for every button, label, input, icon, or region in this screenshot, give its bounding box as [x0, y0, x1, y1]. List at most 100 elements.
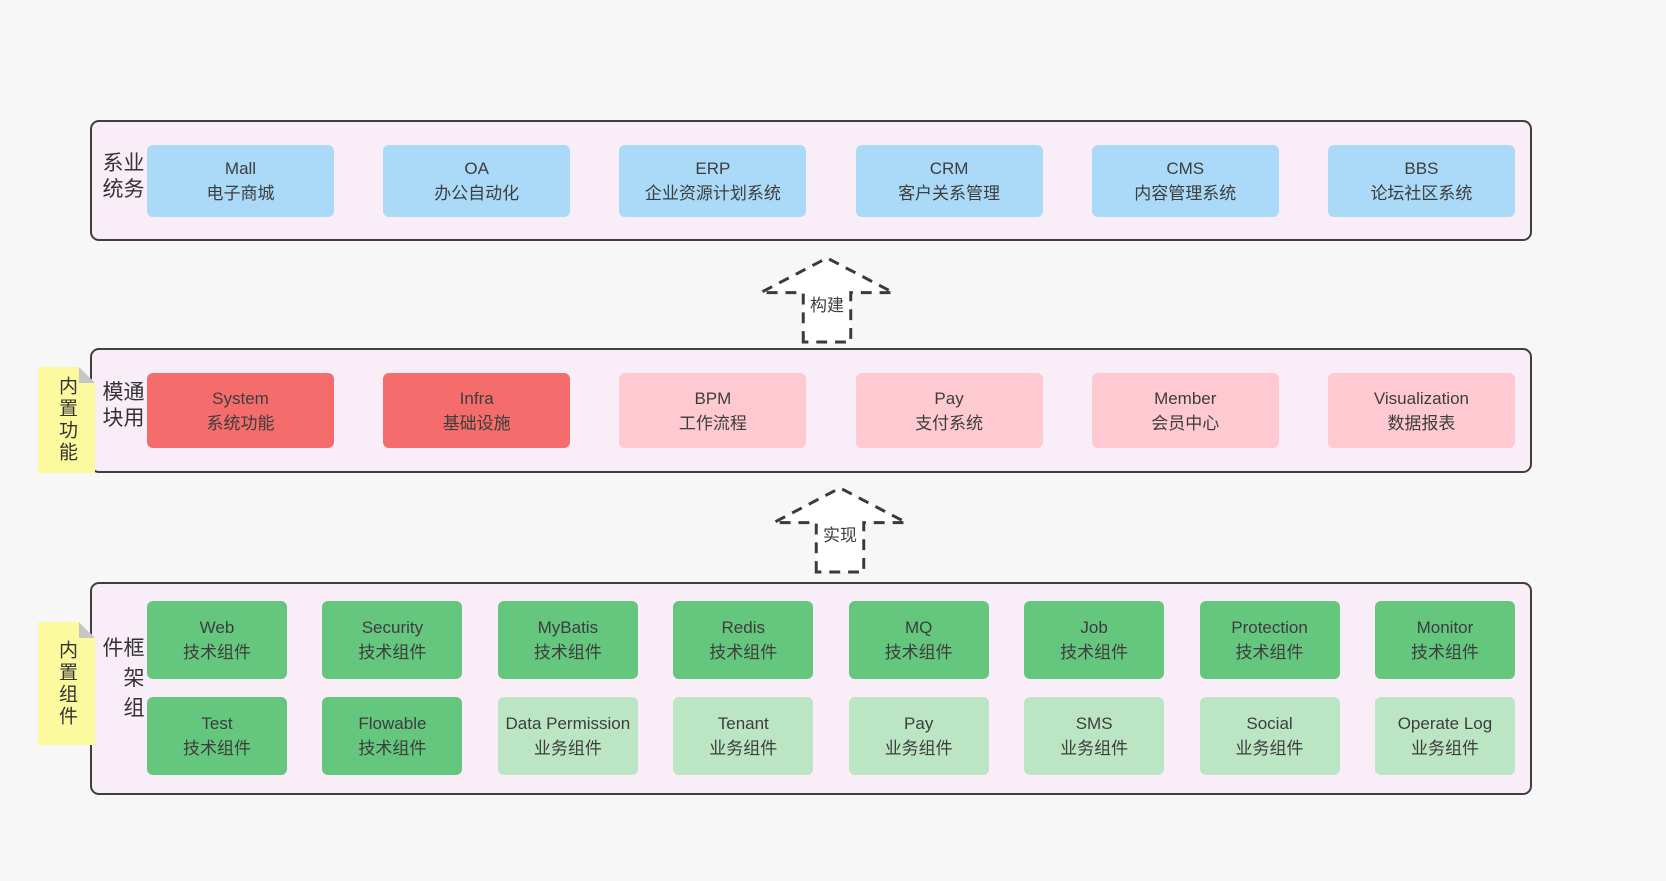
panel-framework-components-label: 框架组件	[100, 636, 144, 727]
sticky-note-built-in-components: 内置组件	[38, 622, 95, 745]
diagram-node: CMS 内容管理系统	[1091, 144, 1279, 217]
node-subtitle: 技术组件	[1410, 643, 1479, 662]
components-grid: Web 技术组件 Security 技术组件 MyBatis 技术组件	[147, 601, 1515, 775]
node-subtitle: 技术组件	[884, 643, 953, 662]
node-subtitle: 技术组件	[183, 643, 251, 662]
diagram-node: CRM 客户关系管理	[855, 144, 1043, 217]
node-title: Security	[361, 618, 424, 637]
diagram-node: Test 技术组件	[147, 697, 287, 775]
node-subtitle: 企业资源计划系统	[644, 183, 781, 203]
diagram-node: Monitor 技术组件	[1374, 601, 1515, 679]
node-subtitle: 客户关系管理	[898, 183, 1001, 203]
modules-box-row: System 系统功能 Infra 基础设施 BPM 工作流程 Pay 支付系统	[147, 350, 1515, 471]
node-title: OA	[464, 158, 489, 178]
diagram-node: ERP 企业资源计划系统	[619, 144, 807, 217]
node-title: SMS	[1075, 714, 1113, 733]
arrow-implement-label: 实现	[820, 525, 860, 547]
diagram-node: Social 业务组件	[1199, 697, 1340, 775]
diagram-node: OA 办公自动化	[383, 144, 571, 217]
node-subtitle: 业务组件	[533, 739, 602, 758]
arrow-build-label: 构建	[807, 295, 847, 317]
node-title: Pay	[904, 714, 934, 733]
node-subtitle: 技术组件	[358, 643, 427, 662]
diagram-node: Operate Log 业务组件	[1374, 697, 1515, 775]
node-subtitle: 业务组件	[1235, 739, 1304, 758]
node-title: Member	[1154, 388, 1217, 408]
panel-common-modules-label: 通用模块	[100, 380, 144, 433]
diagram-node: Pay 业务组件	[848, 697, 989, 775]
diagram-node: Infra 基础设施	[383, 373, 571, 448]
node-subtitle: 会员中心	[1151, 413, 1220, 433]
node-subtitle: 办公自动化	[434, 183, 520, 203]
node-subtitle: 系统功能	[206, 413, 275, 433]
node-subtitle: 技术组件	[183, 739, 251, 758]
components-row-2: Test 技术组件 Flowable 技术组件 Data Permission …	[147, 697, 1515, 775]
node-title: MQ	[904, 618, 933, 637]
diagram-node: BBS 论坛社区系统	[1327, 144, 1515, 217]
diagram-node: Data Permission 业务组件	[497, 697, 638, 775]
diagram-node: Security 技术组件	[322, 601, 463, 679]
diagram-node: Mall 电子商城	[147, 144, 334, 217]
diagram-node: Tenant 业务组件	[673, 697, 814, 775]
node-subtitle: 业务组件	[709, 739, 778, 758]
sticky-note-label: 内置组件	[56, 639, 77, 728]
arrow-implement: 实现	[765, 485, 915, 575]
node-subtitle: 数据报表	[1387, 413, 1456, 433]
node-subtitle: 技术组件	[709, 643, 778, 662]
node-subtitle: 内容管理系统	[1134, 183, 1237, 203]
diagram-node: Visualization 数据报表	[1327, 373, 1515, 448]
diagram-node: Flowable 技术组件	[322, 697, 463, 775]
node-title: Pay	[934, 388, 964, 408]
business-box-row: Mall 电子商城 OA 办公自动化 ERP 企业资源计划系统 CRM 客户关系…	[147, 122, 1515, 239]
diagram-node: System 系统功能	[147, 373, 334, 448]
node-title: CRM	[929, 158, 969, 178]
node-title: Mall	[224, 158, 257, 178]
node-title: Test	[201, 714, 233, 733]
node-title: Protection	[1231, 618, 1308, 637]
node-title: Flowable	[358, 714, 427, 733]
panel-business-systems-label: 业务系统	[100, 151, 144, 204]
node-title: Social	[1246, 714, 1293, 733]
diagram-node: MyBatis 技术组件	[497, 601, 638, 679]
node-subtitle: 业务组件	[884, 739, 953, 758]
node-subtitle: 技术组件	[533, 643, 602, 662]
node-title: System	[212, 388, 269, 408]
diagram-node: SMS 业务组件	[1024, 697, 1165, 775]
diagram-node: Pay 支付系统	[855, 373, 1043, 448]
sticky-note-label: 内置功能	[56, 376, 77, 464]
node-title: MyBatis	[537, 618, 599, 637]
node-subtitle: 技术组件	[358, 739, 427, 758]
panel-framework-components: 框架组件 Web 技术组件 Security 技术组件 MyBatis	[90, 582, 1532, 795]
node-title: Monitor	[1416, 618, 1474, 637]
node-title: Infra	[459, 388, 494, 408]
node-subtitle: 业务组件	[1060, 739, 1129, 758]
arrow-build: 构建	[752, 255, 902, 345]
node-subtitle: 技术组件	[1235, 643, 1304, 662]
node-title: CMS	[1166, 158, 1205, 178]
node-title: Redis	[721, 618, 765, 637]
node-title: ERP	[695, 158, 731, 178]
node-subtitle: 电子商城	[206, 183, 275, 203]
diagram-node: BPM 工作流程	[619, 373, 807, 448]
node-subtitle: 论坛社区系统	[1370, 183, 1473, 203]
node-subtitle: 工作流程	[678, 413, 747, 433]
panel-common-modules: 通用模块 System 系统功能 Infra 基础设施 BPM 工作流程	[90, 348, 1532, 473]
node-title: BPM	[694, 388, 732, 408]
diagram-node: Job 技术组件	[1024, 601, 1165, 679]
sticky-note-built-in-functions: 内置功能	[38, 367, 95, 473]
node-title: Job	[1080, 618, 1108, 637]
diagram-node: MQ 技术组件	[848, 601, 989, 679]
panel-business-systems: 业务系统 Mall 电子商城 OA 办公自动化 ERP 企业资源计划系统	[90, 120, 1532, 241]
node-subtitle: 技术组件	[1060, 643, 1129, 662]
diagram-node: Protection 技术组件	[1199, 601, 1340, 679]
node-title: Visualization	[1373, 388, 1469, 408]
node-title: Web	[199, 618, 235, 637]
diagram-node: Member 会员中心	[1091, 373, 1279, 448]
node-title: Data Permission	[505, 714, 631, 733]
node-subtitle: 业务组件	[1410, 739, 1479, 758]
components-row-1: Web 技术组件 Security 技术组件 MyBatis 技术组件	[147, 601, 1515, 679]
node-title: Operate Log	[1397, 714, 1493, 733]
node-title: BBS	[1404, 158, 1439, 178]
node-title: Tenant	[717, 714, 769, 733]
